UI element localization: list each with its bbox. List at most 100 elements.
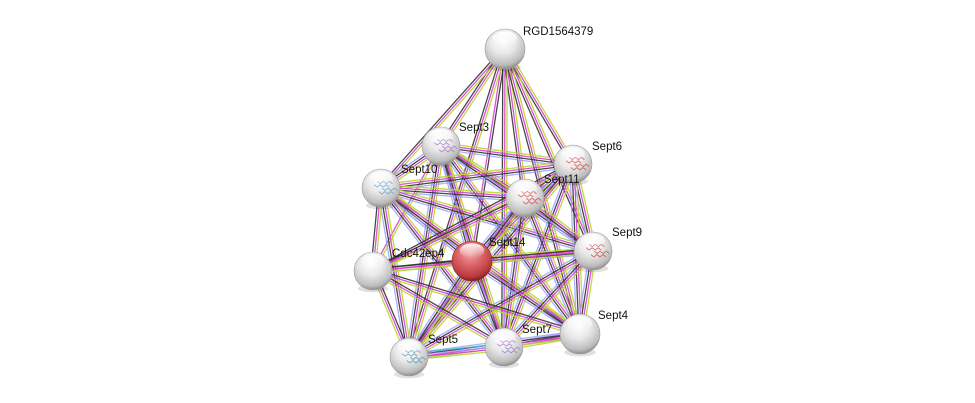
- edge-line-experiments: [372, 197, 526, 272]
- edge-line-experiments: [381, 186, 526, 198]
- edge-line-textmining: [382, 50, 508, 190]
- node-highlight: [581, 234, 605, 248]
- edge-line-experiments: [525, 197, 582, 334]
- edge-Sept11-Sept7[interactable]: [500, 197, 529, 348]
- edge-line-coexpression: [502, 249, 593, 347]
- edge-line-textmining: [410, 49, 508, 358]
- edge-line-experiments: [504, 198, 527, 348]
- edge-line-textmining: [473, 257, 583, 332]
- edge-line-experiments: [380, 162, 573, 188]
- edge-Sept4-Cdc42ep4[interactable]: [372, 268, 581, 337]
- node-highlight: [513, 181, 537, 195]
- edge-line-homology: [469, 263, 579, 338]
- edge-line-homology: [407, 247, 592, 355]
- edge-line-experiments: [381, 187, 411, 357]
- node-label: Sept4: [598, 310, 629, 322]
- edge-line-coexpression: [379, 188, 504, 349]
- edge-line-textmining: [506, 47, 596, 251]
- node-label: Cdc42ep4: [392, 248, 445, 260]
- edge-Sept14-Sept4[interactable]: [469, 257, 583, 338]
- node-Sept5[interactable]: Sept5: [389, 334, 458, 379]
- edge-line-homology: [500, 197, 523, 347]
- edge-line-coexpression: [373, 268, 506, 346]
- node-Sept7[interactable]: Sept7: [484, 324, 552, 369]
- edge-line-textmining: [380, 160, 573, 186]
- edge-Sept10-Sept11[interactable]: [380, 184, 526, 202]
- edge-line-homology: [377, 189, 502, 350]
- edge-line-experiments: [372, 270, 505, 348]
- edge-line-coexpression: [407, 145, 441, 357]
- edge-line-textmining: [383, 187, 413, 357]
- edge-line-experiments: [472, 259, 581, 334]
- edge-line-textmining: [527, 196, 584, 334]
- node-highlight: [459, 243, 485, 258]
- edge-line-coexpression: [371, 161, 573, 270]
- edges-layer: [370, 47, 597, 361]
- edge-line-textmining: [441, 142, 574, 162]
- node-label: Sept9: [612, 227, 642, 239]
- edge-line-experiments: [470, 48, 505, 261]
- edge-Sept3-Sept6[interactable]: [440, 142, 574, 168]
- node-label: Sept7: [522, 324, 552, 336]
- node-Sept14[interactable]: Sept14: [451, 237, 526, 284]
- edge-line-textmining: [443, 143, 584, 333]
- edge-line-experiments: [504, 251, 595, 349]
- edge-line-coexpression: [373, 268, 581, 333]
- edge-line-experiments: [409, 251, 594, 359]
- edge-line-experiments: [380, 48, 506, 189]
- node-highlight: [567, 316, 593, 331]
- edge-line-textmining: [506, 198, 529, 348]
- edge-line-coexpression: [380, 188, 593, 253]
- node-label: Sept11: [544, 174, 580, 186]
- node-label: Sept3: [459, 122, 489, 134]
- edge-line-coexpression: [371, 195, 525, 270]
- edge-line-coexpression: [408, 249, 593, 357]
- edge-Sept7-Cdc42ep4[interactable]: [371, 268, 506, 350]
- edge-line-coexpression: [502, 197, 525, 347]
- node-highlight: [361, 254, 385, 268]
- node-Sept9[interactable]: Sept9: [573, 227, 642, 273]
- edge-line-coexpression: [523, 198, 580, 335]
- node-Sept6[interactable]: Sept6: [553, 141, 622, 186]
- edge-line-homology: [379, 190, 593, 255]
- node-label: Sept5: [428, 334, 458, 346]
- edge-line-textmining: [506, 47, 576, 164]
- edge-Sept9-Sept5[interactable]: [407, 247, 595, 361]
- node-highlight: [369, 171, 393, 185]
- edge-line-coexpression: [381, 164, 574, 190]
- edge-RGD1564379-Sept14[interactable]: [470, 48, 507, 262]
- node-Sept10[interactable]: Sept10: [361, 164, 437, 210]
- edge-line-experiments: [441, 144, 574, 164]
- edge-line-coexpression: [380, 188, 525, 200]
- node-Sept4[interactable]: Sept4: [559, 310, 629, 357]
- edge-line-textmining: [372, 272, 580, 337]
- edge-line-coexpression: [378, 47, 504, 187]
- node-highlight: [429, 129, 453, 143]
- edge-line-coexpression: [440, 146, 573, 166]
- node-highlight: [492, 31, 518, 46]
- edge-line-textmining: [371, 272, 504, 350]
- edge-RGD1564379-Sept10[interactable]: [378, 47, 508, 190]
- node-highlight: [492, 330, 516, 344]
- node-Cdc42ep4[interactable]: Cdc42ep4: [353, 248, 445, 293]
- node-Sept3[interactable]: Sept3: [421, 122, 489, 168]
- edge-line-coexpression: [379, 188, 409, 358]
- edge-line-textmining: [506, 48, 583, 334]
- node-RGD1564379[interactable]: RGD1564379: [484, 26, 593, 72]
- edge-line-experiments: [372, 270, 581, 335]
- edge-Sept11-Cdc42ep4[interactable]: [371, 195, 527, 274]
- edge-line-textmining: [471, 247, 593, 259]
- edge-line-textmining: [505, 252, 596, 350]
- node-label: RGD1564379: [523, 26, 593, 38]
- node-highlight: [397, 340, 421, 354]
- edge-line-textmining: [381, 184, 526, 196]
- edge-line-coexpression: [472, 49, 507, 262]
- edge-line-homology: [440, 148, 573, 168]
- edge-Sept11-Sept4[interactable]: [521, 196, 584, 336]
- node-highlight: [561, 147, 585, 161]
- edge-line-homology: [521, 198, 578, 336]
- edge-Sept10-Sept7[interactable]: [377, 185, 508, 350]
- node-Sept11[interactable]: Sept11: [505, 174, 580, 220]
